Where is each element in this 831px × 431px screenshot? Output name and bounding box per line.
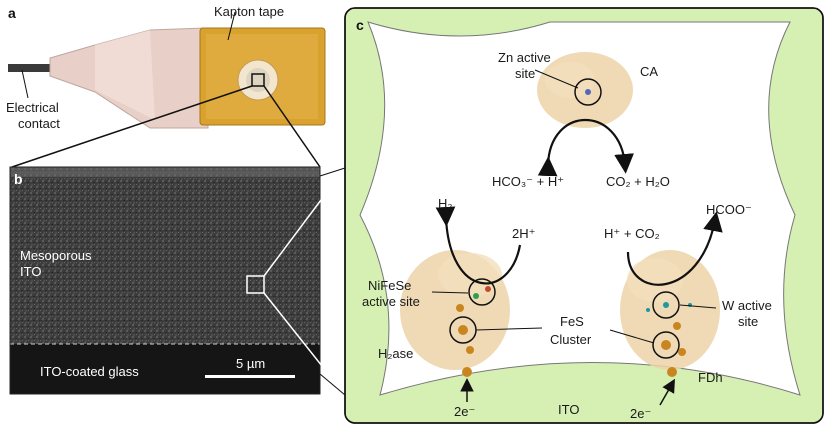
electrical-contact-label-2: contact	[18, 116, 60, 131]
mesoporous-label-2: ITO	[20, 264, 41, 279]
panel-a: a Kapton tape Electrical contact	[6, 4, 326, 168]
panel-c: c Zn active site CA HCO₃⁻ + H⁺ CO₂ + H₂O…	[344, 7, 824, 424]
scale-bar	[205, 375, 295, 378]
scale-bar-label: 5 µm	[236, 356, 265, 371]
co2-water-label: CO₂ + H₂O	[606, 174, 670, 189]
panel-label-c: c	[356, 17, 364, 33]
ito-glass-label: ITO-coated glass	[40, 364, 139, 379]
ca-label: CA	[640, 64, 658, 79]
w-site-label-2: site	[738, 314, 758, 329]
proton-co2-label: H⁺ + CO₂	[604, 226, 660, 241]
panel-label-b: b	[14, 171, 23, 187]
sem-image-mesoporous	[10, 167, 320, 344]
zoom-box-b	[246, 275, 265, 294]
zn-atom	[585, 89, 591, 95]
electrical-contact-label-1: Electrical	[6, 100, 59, 115]
fdh-reaction-arrow	[626, 211, 723, 286]
electrons-left-label: 2e⁻	[454, 404, 475, 419]
panel-b: b Mesoporous ITO ITO-coated glass 5 µm	[9, 166, 346, 396]
h2-label: H₂	[438, 196, 452, 211]
formate-label: HCOO⁻	[706, 202, 752, 217]
electron-arrow-right	[659, 378, 675, 406]
electrical-wire	[8, 64, 58, 72]
bicarbonate-label: HCO₃⁻ + H⁺	[492, 174, 564, 189]
fes-label-1: FeS	[560, 314, 584, 329]
nifese-label-2: active site	[362, 294, 420, 309]
two-protons-label: 2H⁺	[512, 226, 535, 241]
h2ase-reaction-arrow	[435, 206, 522, 285]
w-site-circle	[652, 291, 680, 319]
h2ase-label: H₂ase	[378, 346, 413, 361]
panel-label-a: a	[8, 5, 16, 21]
nifese-site-circle	[468, 278, 496, 306]
fes-label-2: Cluster	[550, 332, 592, 347]
zn-site-circle	[574, 78, 602, 106]
w-site-label-1: W active	[722, 298, 772, 313]
nifese-label-1: NiFeSe	[368, 278, 411, 293]
ito-label: ITO	[558, 402, 579, 417]
mesoporous-label-1: Mesoporous	[20, 248, 92, 263]
sem-image-glass	[10, 344, 320, 394]
electrons-right-label: 2e⁻	[630, 406, 651, 421]
zn-site-label-2: site	[515, 66, 535, 81]
zoom-box-a	[251, 73, 265, 87]
fdh-label: FDh	[698, 370, 723, 385]
zn-site-label-1: Zn active	[498, 50, 551, 65]
fes-cluster-circle-right	[652, 331, 680, 359]
ca-reaction-arrow	[537, 118, 634, 177]
kapton-tape-label: Kapton tape	[214, 4, 284, 19]
